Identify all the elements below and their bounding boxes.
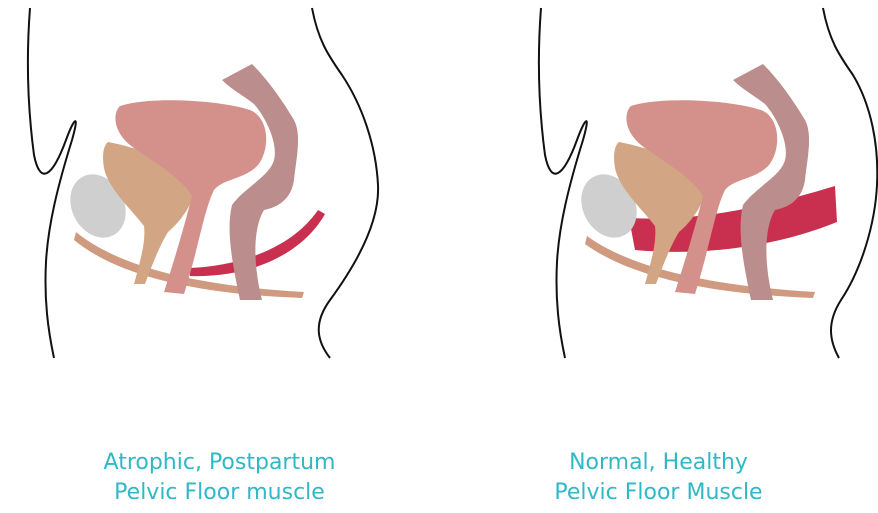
panel-atrophic: Atrophic, Postpartum Pelvic Floor muscle (0, 0, 439, 513)
normal-pelvis-diagram (439, 0, 878, 513)
caption-normal: Normal, Healthy Pelvic Floor Muscle (439, 448, 878, 508)
rectum (733, 64, 809, 300)
body-back-outline (823, 8, 877, 358)
caption-line-1: Normal, Healthy (439, 448, 878, 478)
atrophic-pelvis-diagram (0, 0, 439, 513)
caption-line-2: Pelvic Floor muscle (0, 478, 439, 508)
body-front-outline (28, 8, 76, 358)
body-front-outline (539, 8, 587, 358)
caption-line-1: Atrophic, Postpartum (0, 448, 439, 478)
caption-atrophic: Atrophic, Postpartum Pelvic Floor muscle (0, 448, 439, 508)
panel-normal: Normal, Healthy Pelvic Floor Muscle (439, 0, 878, 513)
caption-line-2: Pelvic Floor Muscle (439, 478, 878, 508)
body-back-outline (312, 8, 378, 358)
